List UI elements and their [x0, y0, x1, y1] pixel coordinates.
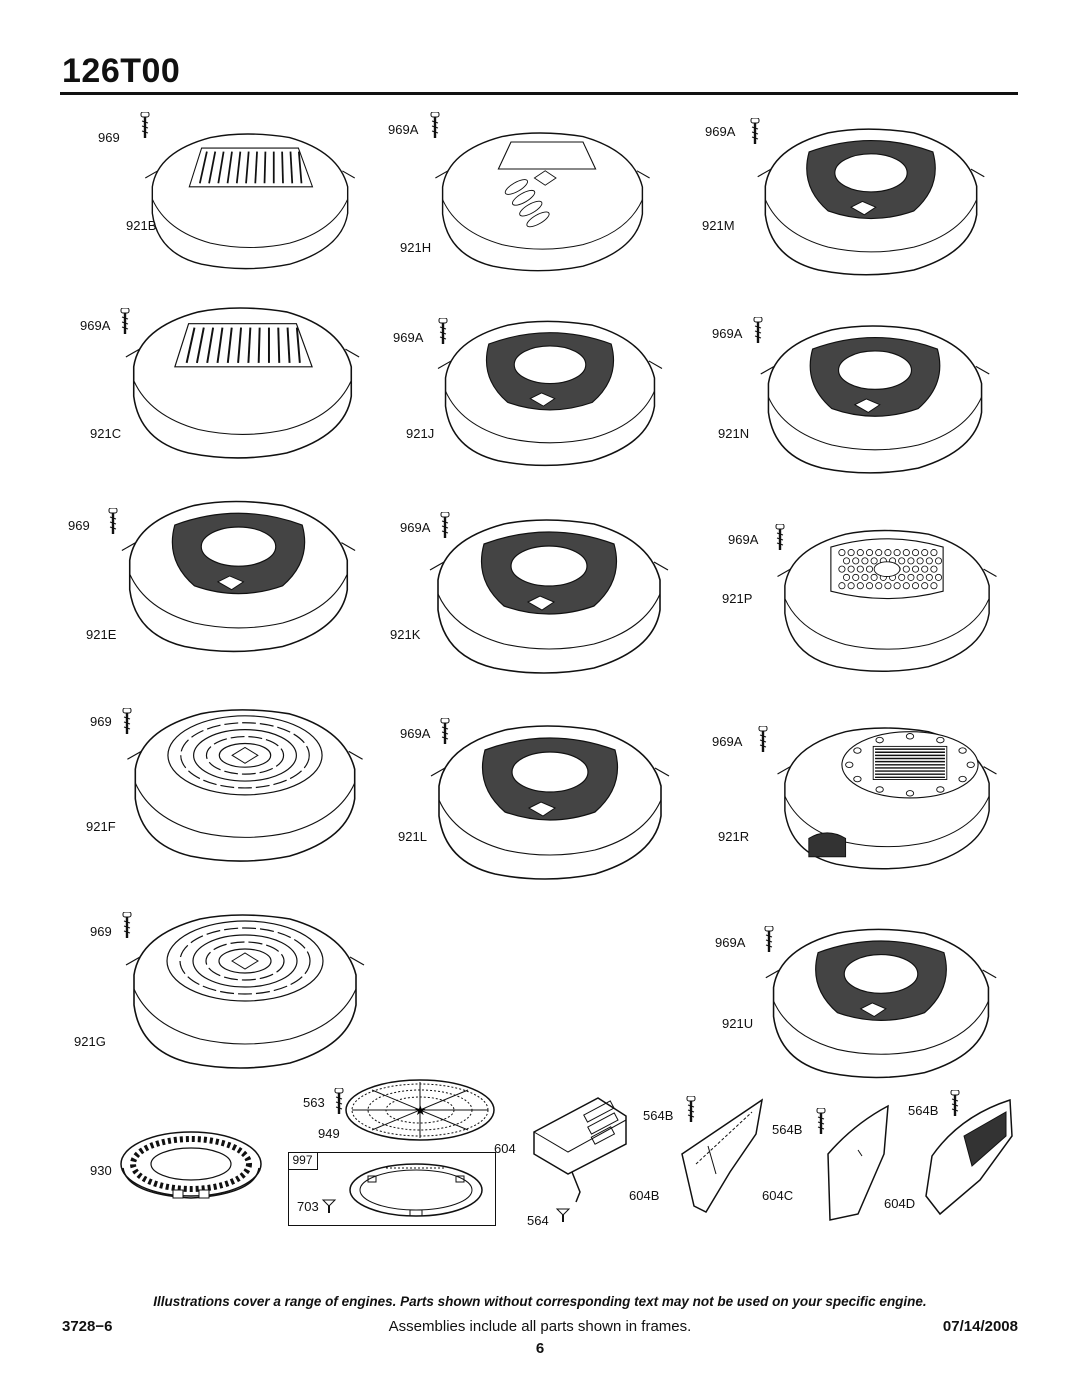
screw-icon	[775, 523, 785, 552]
svg-text:★: ★	[414, 1103, 427, 1119]
screw-b3-label: 564B	[908, 1103, 939, 1118]
screw-icon	[686, 1095, 696, 1124]
screw-icon	[122, 911, 132, 940]
engine-cover-drawing	[772, 512, 1002, 687]
screw-label: 969	[68, 518, 90, 533]
retainer-ring-drawing	[346, 1160, 486, 1220]
engine-cover-drawing	[760, 918, 1002, 1086]
ring-guard-label: 930	[90, 1163, 112, 1178]
engine-cover-drawing	[425, 716, 675, 886]
part-label: 921K	[390, 627, 421, 642]
part-label: 921U	[722, 1016, 754, 1031]
screen-949-drawing: ★	[342, 1078, 498, 1142]
screw-icon	[555, 1207, 571, 1223]
screw-icon	[758, 725, 768, 754]
screw-icon	[140, 111, 150, 140]
screw-b1-label: 564B	[643, 1108, 674, 1123]
screw-icon	[438, 317, 448, 346]
part-label: 921E	[86, 627, 117, 642]
bracket-604-drawing	[528, 1092, 630, 1204]
screw-icon	[334, 1087, 344, 1116]
screw-icon	[950, 1089, 960, 1118]
engine-cover-drawing	[755, 316, 995, 480]
engine-cover-drawing	[430, 118, 655, 283]
retainer-screw-label: 703	[297, 1199, 319, 1214]
ring-guard-930-drawing	[117, 1128, 265, 1204]
title-rule	[60, 92, 1018, 95]
page-number: 6	[535, 1340, 545, 1357]
screw-icon	[120, 307, 130, 336]
part-label: 921B	[126, 218, 157, 233]
screw-icon	[816, 1107, 826, 1136]
screw-icon	[122, 707, 132, 736]
engine-cover-drawing	[120, 700, 370, 868]
document-date: 07/14/2008	[942, 1318, 1018, 1335]
screen-screw-label: 563	[303, 1095, 325, 1110]
screw-label: 969A	[400, 726, 431, 741]
bracket-label: 604	[494, 1141, 516, 1156]
screw-label: 969A	[712, 326, 743, 341]
screw-icon	[440, 717, 450, 746]
part-label: 921H	[400, 240, 432, 255]
shield-c-label: 604C	[762, 1188, 794, 1203]
screw-label: 969A	[393, 330, 424, 345]
screw-label: 969A	[712, 734, 743, 749]
engine-cover-drawing	[424, 510, 674, 680]
shield-b-label: 604B	[629, 1188, 660, 1203]
bracket-screw-label: 564	[527, 1213, 549, 1228]
screw-label: 969A	[705, 124, 736, 139]
screw-label: 969	[90, 924, 112, 939]
engine-cover-drawing	[120, 294, 365, 469]
page-title: 126T00	[62, 52, 181, 90]
document-code: 3728−6	[62, 1318, 113, 1335]
engine-cover-drawing	[752, 118, 990, 283]
screw-label: 969A	[388, 122, 419, 137]
part-label: 921R	[718, 829, 750, 844]
part-label: 921L	[398, 829, 427, 844]
screw-label: 969A	[715, 935, 746, 950]
shield-604d-drawing	[920, 1096, 1016, 1216]
engine-cover-drawing	[140, 120, 360, 280]
frame-label: 997	[288, 1152, 318, 1170]
screw-icon	[764, 925, 774, 954]
engine-cover-drawing	[772, 712, 1002, 882]
part-label: 921M	[702, 218, 735, 233]
engine-cover-drawing	[120, 900, 370, 1080]
screw-icon	[430, 111, 440, 140]
engine-cover-drawing	[116, 490, 361, 660]
screw-label: 969A	[400, 520, 431, 535]
screw-b2-label: 564B	[772, 1122, 803, 1137]
screw-label: 969	[98, 130, 120, 145]
part-label: 921G	[74, 1034, 106, 1049]
shield-604b-drawing	[676, 1094, 768, 1214]
engine-cover-drawing	[430, 312, 670, 472]
screw-icon	[753, 316, 763, 345]
part-label: 921C	[90, 426, 122, 441]
disclaimer-text: Illustrations cover a range of engines. …	[153, 1294, 927, 1309]
frames-note: Assemblies include all parts shown in fr…	[388, 1318, 692, 1335]
shield-d-label: 604D	[884, 1196, 916, 1211]
screw-label: 969A	[728, 532, 759, 547]
assembly-frame	[288, 1152, 496, 1226]
part-label: 921P	[722, 591, 753, 606]
screw-label: 969	[90, 714, 112, 729]
screw-icon	[321, 1198, 337, 1214]
screw-label: 969A	[80, 318, 111, 333]
screw-icon	[108, 507, 118, 536]
part-label: 921F	[86, 819, 116, 834]
screw-icon	[750, 117, 760, 146]
screw-icon	[440, 511, 450, 540]
part-label: 921J	[406, 426, 435, 441]
shield-604c-drawing	[824, 1104, 892, 1222]
screen-label: 949	[318, 1126, 340, 1141]
part-label: 921N	[718, 426, 750, 441]
